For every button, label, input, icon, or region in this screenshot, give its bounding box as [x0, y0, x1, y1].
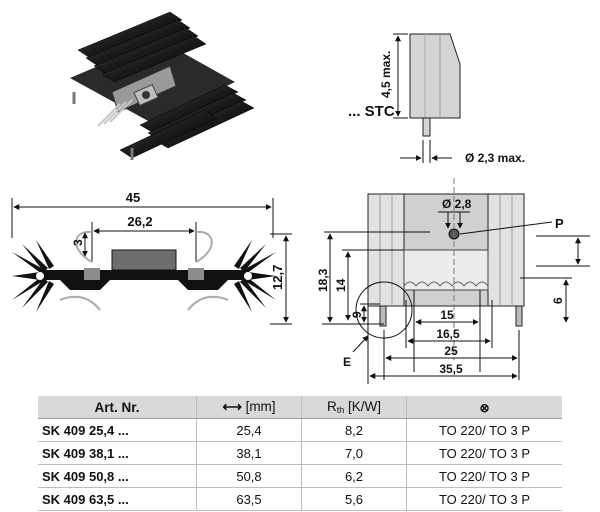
- front-view: [11, 198, 292, 325]
- row-rth: 8,2: [301, 418, 407, 442]
- row-art: SK 409 38,1 ...: [38, 441, 197, 465]
- header-rth-label: R: [326, 399, 337, 414]
- side-view: [322, 178, 590, 384]
- header-rth: Rth [K/W]: [301, 396, 407, 419]
- table-row: SK 409 25,4 ... 25,4 8,2 TO 220/ TO 3 P: [38, 418, 562, 442]
- heatsink-photo: [70, 11, 255, 160]
- front-width-inner: 26,2: [127, 214, 152, 229]
- side-label-p: P: [555, 216, 564, 231]
- side-dim-18-3: 18,3: [316, 268, 330, 292]
- row-length: 25,4: [196, 418, 302, 442]
- stc-height-dim: 4,5 max.: [379, 51, 393, 98]
- stc-label: ... STC: [348, 103, 395, 120]
- side-dim-25: 25: [444, 344, 458, 358]
- row-package: TO 220/ TO 3 P: [406, 418, 562, 442]
- row-package: TO 220/ TO 3 P: [406, 464, 562, 488]
- header-length-unit: [mm]: [245, 399, 276, 414]
- front-dim-left: 3: [71, 239, 85, 246]
- row-art: SK 409 25,4 ...: [38, 418, 197, 442]
- row-art: SK 409 50,8 ...: [38, 464, 197, 488]
- row-rth: 5,6: [301, 487, 407, 511]
- header-package: ⊗: [406, 396, 562, 419]
- header-art: Art. Nr.: [38, 396, 197, 419]
- length-arrows-icon: ⟷: [222, 399, 242, 414]
- header-rth-sub: th: [336, 405, 345, 415]
- table-row: SK 409 50,8 ... 50,8 6,2 TO 220/ TO 3 P: [38, 464, 562, 488]
- side-hole-dim: Ø 2,8: [442, 197, 472, 211]
- row-package: TO 220/ TO 3 P: [406, 441, 562, 465]
- side-dim-16-5: 16,5: [436, 327, 460, 341]
- side-dim-9: 9: [350, 311, 364, 318]
- stc-pin-dim: Ø 2,3 max.: [465, 151, 525, 165]
- side-dim-6: 6: [551, 297, 565, 304]
- front-width-outer: 45: [126, 190, 140, 205]
- front-dim-height: 12,7: [270, 265, 285, 290]
- row-art: SK 409 63,5 ...: [38, 487, 197, 511]
- row-rth: 6,2: [301, 464, 407, 488]
- stc-detail: [393, 33, 461, 163]
- spec-table: Art. Nr. ⟷ [mm] Rth [K/W] ⊗ SK 409 25,4 …: [38, 396, 562, 511]
- row-package: TO 220/ TO 3 P: [406, 487, 562, 511]
- header-length: ⟷ [mm]: [196, 396, 302, 419]
- transistor-package-icon: ⊗: [479, 400, 490, 415]
- table-row: SK 409 38,1 ... 38,1 7,0 TO 220/ TO 3 P: [38, 441, 562, 465]
- row-length: 38,1: [196, 441, 302, 465]
- table-header-row: Art. Nr. ⟷ [mm] Rth [K/W] ⊗: [38, 396, 562, 419]
- side-dim-14: 14: [334, 278, 348, 292]
- header-rth-unit: [K/W]: [348, 399, 382, 414]
- side-dim-15: 15: [440, 308, 454, 322]
- row-length: 63,5: [196, 487, 302, 511]
- side-label-e: E: [343, 355, 351, 369]
- row-length: 50,8: [196, 464, 302, 488]
- side-dim-35-5: 35,5: [439, 362, 463, 376]
- table-row: SK 409 63,5 ... 63,5 5,6 TO 220/ TO 3 P: [38, 487, 562, 511]
- row-rth: 7,0: [301, 441, 407, 465]
